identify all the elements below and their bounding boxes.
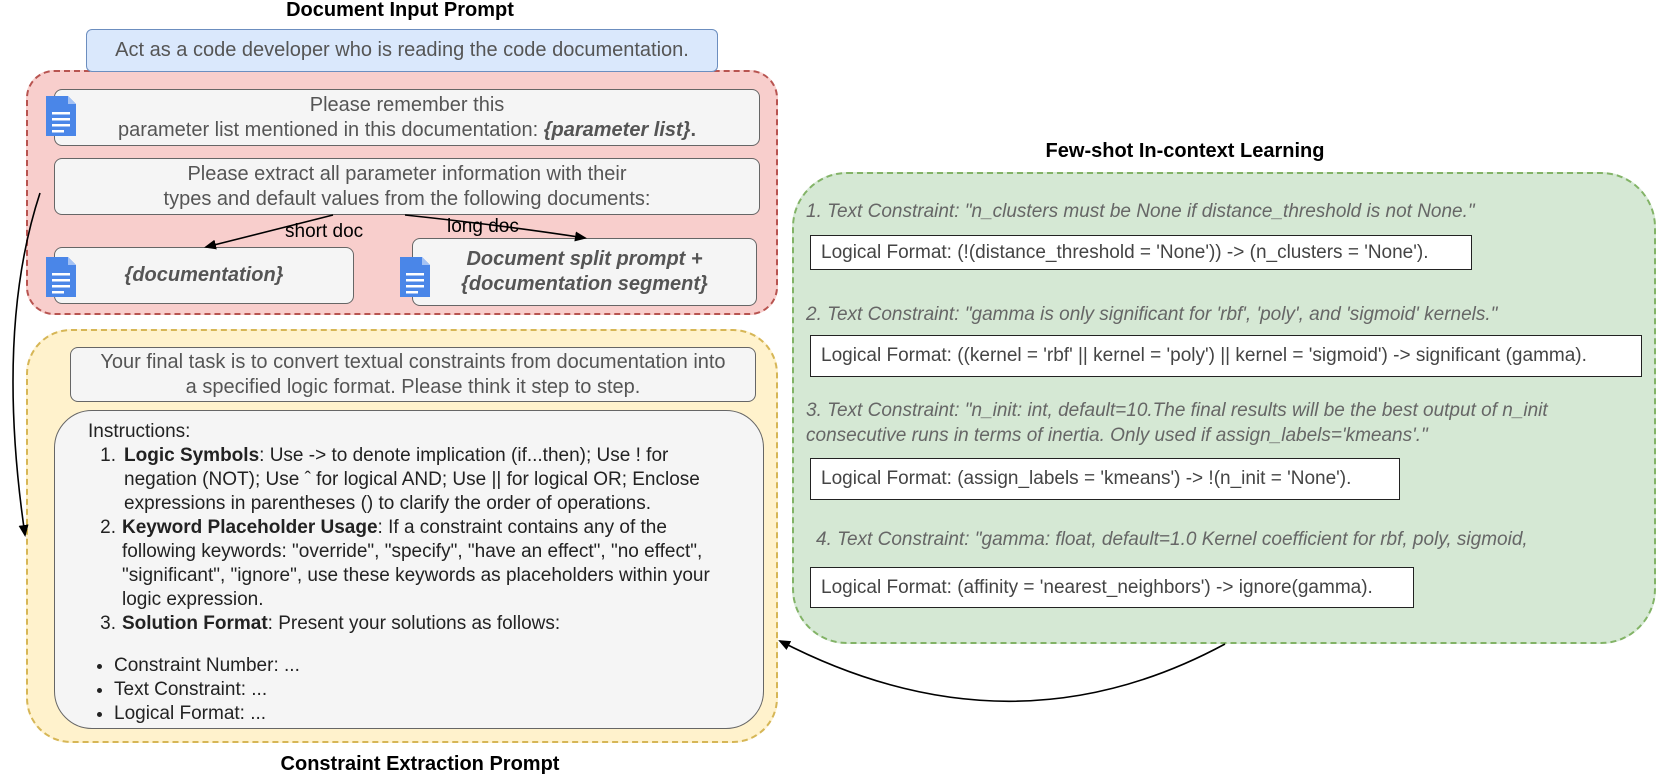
instructions-content: Instructions: 1. Logic Symbols: Use -> t…: [88, 420, 738, 726]
extract-line2: types and default values from the follow…: [163, 187, 651, 210]
example-3-line1: 3. Text Constraint: "n_init: int, defaul…: [806, 400, 1548, 421]
example-1-logical-format: Logical Format: (!(distance_threshold = …: [810, 235, 1472, 270]
task-line1: Your final task is to convert textual co…: [100, 350, 726, 373]
task-prompt-box: Your final task is to convert textual co…: [70, 347, 756, 402]
instruction-body: Logic Symbols: Use -> to denote implicat…: [122, 444, 738, 516]
example-4-logical-format: Logical Format: (affinity = 'nearest_nei…: [810, 567, 1414, 608]
document-icon: [46, 96, 76, 136]
instruction-number: 1.: [100, 445, 116, 466]
remember-prompt-box: Please remember this parameter list ment…: [54, 89, 760, 146]
task-line2: a specified logic format. Please think i…: [185, 375, 641, 398]
documentation-box: {documentation}: [54, 247, 354, 304]
example-2-text: 2. Text Constraint: "gamma is only signi…: [806, 304, 1498, 325]
instructions-box: [54, 410, 764, 729]
instruction-text: : If a constraint contains any of the fo…: [122, 517, 710, 610]
instruction-number: 3.: [100, 613, 116, 634]
role-prompt-box: Act as a code developer who is reading t…: [86, 29, 718, 72]
example-1-text: 1. Text Constraint: "n_clusters must be …: [806, 201, 1475, 222]
few-shot-title: Few-shot In-context Learning: [1045, 140, 1325, 162]
instruction-item: 3. Solution Format: Present your solutio…: [88, 612, 738, 636]
instruction-text: : Present your solutions as follows:: [267, 613, 561, 634]
split-line1: Document split prompt +: [466, 248, 703, 270]
document-icon: [46, 257, 76, 297]
logical-format-text: Logical Format: ((kernel = 'rbf' || kern…: [821, 345, 1587, 366]
logical-format-text: Logical Format: (affinity = 'nearest_nei…: [821, 576, 1373, 598]
extract-prompt-box: Please extract all parameter information…: [54, 158, 760, 215]
extract-line1: Please extract all parameter information…: [187, 162, 627, 185]
instruction-text: : Use -> to denote implication (if...the…: [124, 445, 700, 514]
instruction-keyword: Logic Symbols: [124, 445, 260, 466]
remember-end: .: [690, 118, 697, 141]
documentation-placeholder: {documentation}: [124, 264, 284, 286]
example-3-logical-format: Logical Format: (assign_labels = 'kmeans…: [810, 458, 1400, 500]
instruction-item: 1. Logic Symbols: Use -> to denote impli…: [88, 444, 738, 516]
example-2-logical-format: Logical Format: ((kernel = 'rbf' || kern…: [810, 335, 1642, 377]
split-line2: {documentation segment}: [461, 273, 708, 295]
remember-line2-text: parameter list mentioned in this documen…: [117, 118, 544, 141]
instructions-heading: Instructions:: [88, 421, 191, 442]
example-3-text: 3. Text Constraint: "n_init: int, defaul…: [806, 398, 1548, 448]
remember-line2: parameter list mentioned in this documen…: [118, 118, 696, 143]
format-bullet: Text Constraint: ...: [114, 678, 738, 702]
split-prompt-box: Document split prompt + {documentation s…: [412, 238, 757, 306]
instruction-keyword: Solution Format: [122, 613, 268, 634]
format-bullet: Logical Format: ...: [114, 702, 738, 726]
constraint-prompt-title: Constraint Extraction Prompt: [280, 753, 560, 775]
example-3-line2: consecutive runs in terms of inertia. On…: [806, 425, 1428, 446]
parameter-list-placeholder: {parameter list}: [543, 118, 691, 141]
few-shot-to-constraint-arrow: [778, 640, 1226, 703]
logical-format-text: Logical Format: (assign_labels = 'kmeans…: [821, 468, 1352, 489]
role-prompt-text: Act as a code developer who is reading t…: [115, 39, 689, 61]
instruction-item: 2. Keyword Placeholder Usage: If a const…: [88, 516, 738, 612]
instruction-keyword: Keyword Placeholder Usage: [122, 517, 378, 538]
long-doc-label: long doc: [447, 216, 519, 237]
remember-line1: Please remember this: [309, 93, 505, 116]
short-doc-label: short doc: [285, 221, 364, 242]
logical-format-text: Logical Format: (!(distance_threshold = …: [821, 241, 1429, 263]
instruction-number: 2.: [100, 517, 116, 538]
format-bullet: Constraint Number: ...: [114, 654, 738, 678]
instruction-body: Solution Format: Present your solutions …: [122, 612, 560, 636]
document-input-title: Document Input Prompt: [286, 0, 514, 21]
example-4-text: 4. Text Constraint: "gamma: float, defau…: [816, 529, 1528, 550]
document-icon: [400, 257, 430, 297]
instruction-body: Keyword Placeholder Usage: If a constrai…: [122, 516, 738, 612]
